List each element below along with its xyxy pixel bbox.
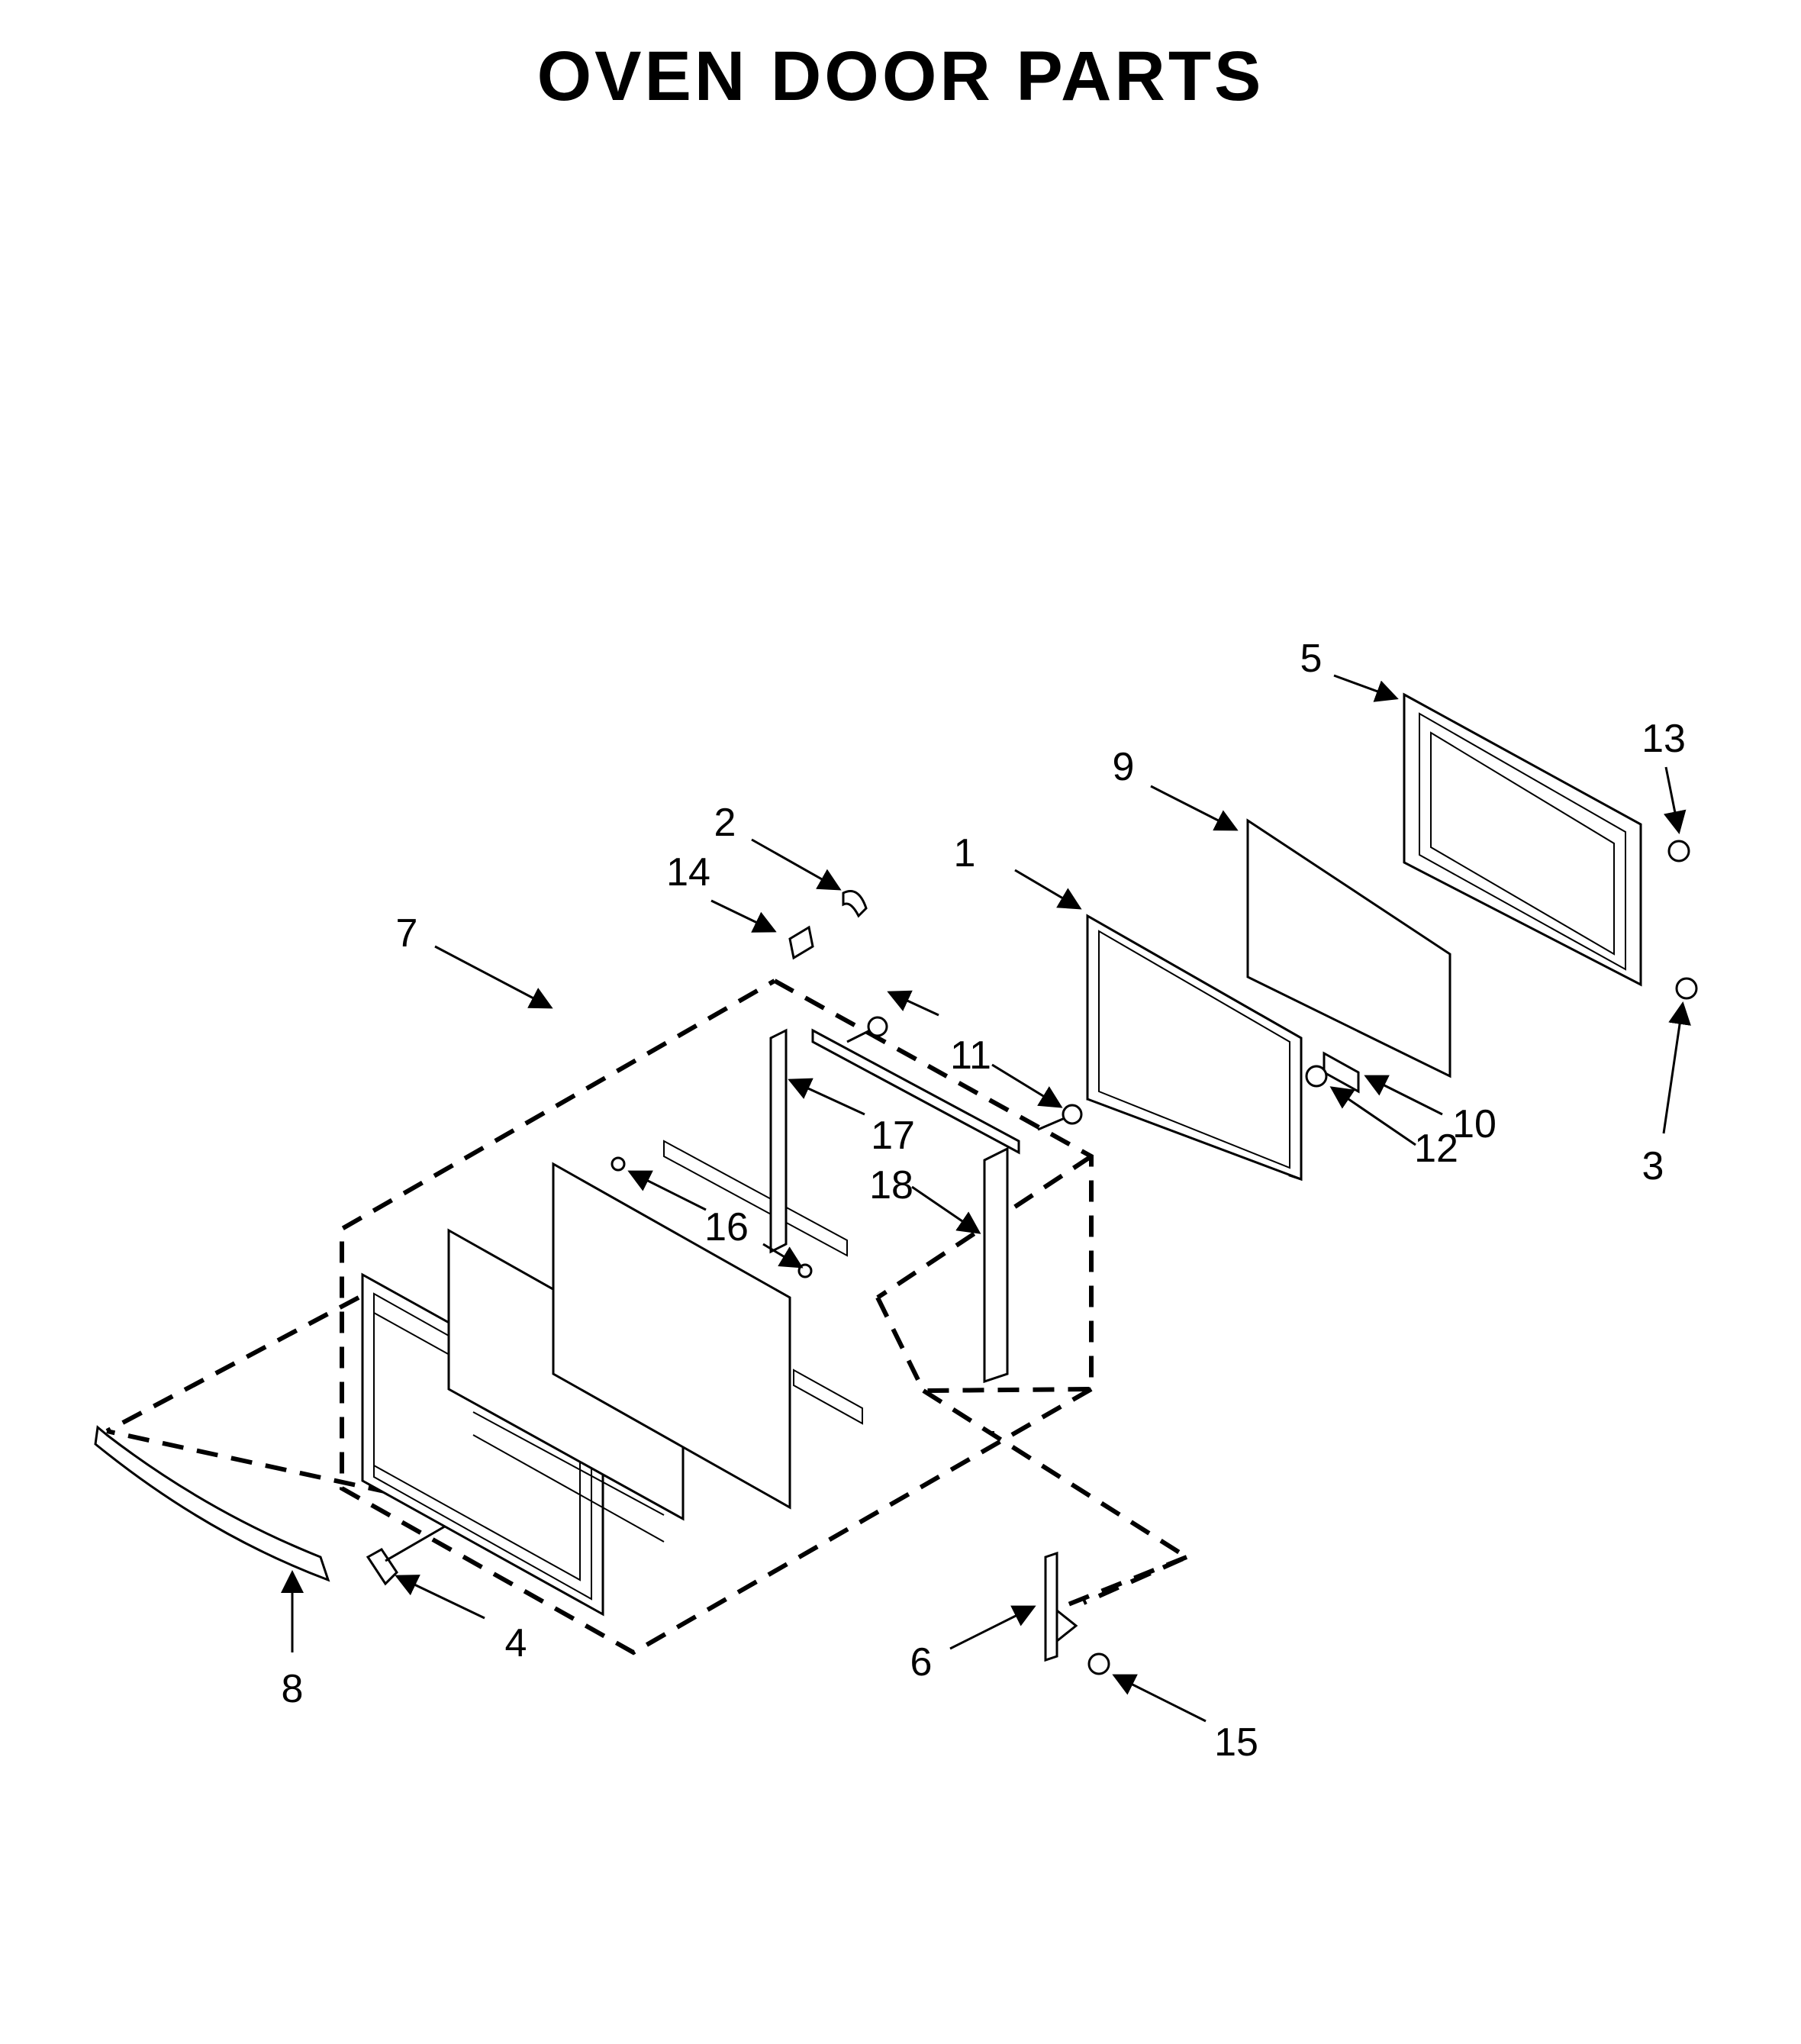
leader-line — [1333, 674, 1399, 702]
callout-18: 18 — [869, 1163, 913, 1207]
screw-icon[interactable] — [1087, 1652, 1110, 1675]
bracket-icon[interactable] — [788, 925, 814, 960]
glass-strip — [663, 1140, 848, 1257]
leader-line — [627, 1170, 707, 1211]
door-channel-icon[interactable] — [769, 1028, 1020, 1254]
glass-panel-icon[interactable] — [1246, 818, 1451, 1078]
inner-door-frame-icon[interactable] — [1086, 914, 1303, 1182]
leader-line — [887, 990, 939, 1017]
callout-4: 4 — [505, 1621, 527, 1665]
leader-line — [1329, 1086, 1416, 1146]
callout-7: 7 — [396, 911, 418, 956]
callout-5: 5 — [1300, 637, 1323, 681]
leader-line — [1364, 1075, 1443, 1116]
callout-14: 14 — [666, 850, 710, 895]
callout-2: 2 — [714, 801, 736, 845]
spacer-icon[interactable] — [1323, 1051, 1360, 1094]
door-channel-icon[interactable] — [983, 1146, 1009, 1384]
leader-line — [762, 1243, 804, 1269]
page-title: OVEN DOOR PARTS — [536, 37, 1265, 115]
inner-glass-icon[interactable] — [552, 1162, 791, 1510]
callout-3: 3 — [1642, 1144, 1664, 1188]
clip-icon[interactable] — [842, 890, 868, 918]
screw-icon[interactable] — [1305, 1065, 1328, 1088]
screw-icon[interactable] — [1675, 977, 1698, 1000]
screw-icon[interactable] — [1037, 1104, 1083, 1131]
leader-line — [1662, 1001, 1691, 1134]
glass-strip — [793, 1369, 863, 1425]
screw-icon[interactable] — [1667, 840, 1690, 862]
leader-line — [710, 899, 777, 933]
callout-13: 13 — [1642, 717, 1686, 761]
handle-link-outline — [105, 1295, 1188, 1613]
screw-icon[interactable] — [846, 1016, 888, 1043]
leader-line — [1663, 766, 1687, 834]
callout-12: 12 — [1414, 1127, 1458, 1171]
leader-line — [751, 838, 842, 891]
leader-line — [1150, 785, 1239, 831]
leader-line — [395, 1575, 485, 1620]
callout-9: 9 — [1113, 745, 1135, 789]
leader-line — [911, 1185, 981, 1234]
callout-11: 11 — [950, 1033, 991, 1078]
callout-6: 6 — [910, 1640, 933, 1685]
leader-line — [788, 1078, 865, 1116]
leader-line — [991, 1063, 1063, 1108]
callout-10: 10 — [1452, 1102, 1497, 1146]
leader-line — [949, 1605, 1036, 1650]
leader-line — [1014, 869, 1082, 910]
leader-line — [1112, 1674, 1207, 1723]
leader-line — [434, 945, 553, 1009]
hinge-icon[interactable] — [1044, 1551, 1078, 1662]
handle-icon[interactable] — [94, 1425, 330, 1582]
callout-16: 16 — [704, 1205, 749, 1249]
callout-15: 15 — [1214, 1720, 1258, 1765]
callout-8: 8 — [282, 1667, 304, 1711]
outer-door-panel-icon[interactable] — [1403, 692, 1642, 987]
door-assembly-outline — [340, 978, 1192, 1656]
callout-17: 17 — [871, 1114, 915, 1158]
bumper-icon[interactable] — [611, 1156, 626, 1172]
callout-1: 1 — [954, 831, 976, 875]
